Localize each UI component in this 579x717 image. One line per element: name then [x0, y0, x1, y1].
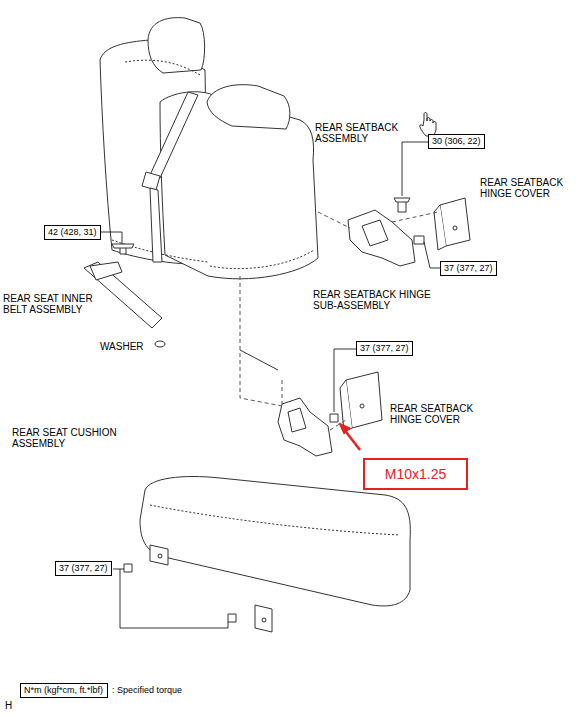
part-name: WASHER — [100, 341, 144, 352]
rear-seatback-hinge-part — [362, 220, 388, 246]
seat-belt — [84, 92, 198, 347]
assembly-guide-lines-part — [240, 276, 282, 406]
callout-text: N*m (kgf*cm, ft.*lbf) — [24, 685, 104, 696]
seat-belt-part — [150, 188, 162, 262]
legend-description: : Specified torque — [112, 685, 182, 696]
rear-seat-cushion-part — [158, 554, 162, 558]
torque-legend-box: N*m (kgf*cm, ft.*lbf): Specified torque — [20, 683, 108, 698]
lower-hinge-part — [330, 414, 338, 422]
cursor-icon-part — [420, 113, 436, 137]
rear-seat-cushion-part — [228, 614, 236, 622]
part-name: REAR SEATBACK HINGE SUB-ASSEMBLY — [313, 289, 448, 311]
seat-belt-part — [112, 244, 134, 248]
lower-hinge-part — [288, 408, 306, 432]
rear-seat-cushion-part — [150, 545, 168, 565]
torque-callout: 37 (377, 27) — [356, 341, 413, 356]
assembly-guide-lines-part — [282, 380, 283, 404]
lower-hinge-part — [346, 372, 382, 428]
torque-callout: 37 (377, 27) — [55, 561, 112, 576]
seat-belt-part — [142, 172, 160, 190]
rear-seat-cushion — [124, 477, 410, 633]
callout-text: 37 (377, 27) — [444, 263, 493, 274]
torque-callout: 42 (428, 31) — [44, 225, 101, 240]
rear-seatback-hinge-part — [453, 226, 457, 230]
rear-seatback-part — [125, 60, 200, 75]
rear-seatback-hinge-part — [414, 236, 424, 244]
rear-seat-cushion-part — [124, 564, 132, 572]
callout-text: 42 (428, 31) — [48, 227, 97, 238]
rear-seatback-hinge — [348, 198, 470, 266]
rear-seatback-hinge-part — [434, 205, 446, 250]
rear-seatback-part — [210, 250, 314, 269]
callout-text: 30 (306, 22) — [432, 136, 481, 147]
torque-callout: 30 (306, 22) — [428, 134, 485, 149]
seat-belt-part — [150, 92, 198, 178]
rear-seatback-hinge-part — [348, 210, 415, 266]
assembly-guide-lines — [240, 212, 438, 430]
callout-text: 37 (377, 27) — [360, 343, 409, 354]
rear-seat-cushion-part — [140, 477, 410, 606]
lower-hinge-part — [360, 404, 364, 408]
thread-size-callout: M10x1.25 — [363, 458, 468, 490]
rear-seatback — [100, 18, 318, 279]
cursor-icon — [420, 113, 436, 137]
seat-belt-part — [155, 341, 165, 347]
torque-callout: 37 (377, 27) — [440, 261, 497, 276]
part-name: REAR SEATBACK HINGE COVER — [390, 403, 490, 425]
callout-text: M10x1.25 — [385, 466, 446, 482]
part-name: REAR SEATBACK ASSEMBLY — [315, 122, 415, 144]
lower-hinge-part — [278, 398, 332, 456]
leader-lines-part — [402, 142, 428, 196]
assembly-guide-lines-part — [392, 212, 438, 222]
callout-text: 37 (377, 27) — [59, 563, 108, 574]
rear-seatback-hinge-part — [394, 198, 410, 202]
leader-lines-part — [113, 569, 124, 570]
lower-hinge — [278, 372, 382, 456]
leader-lines-part — [424, 242, 440, 268]
part-name: REAR SEATBACK HINGE COVER — [480, 177, 578, 199]
seat-belt-part — [84, 262, 162, 328]
leader-lines-part — [240, 350, 278, 370]
rear-seatback-part — [148, 18, 205, 73]
leader-lines — [92, 142, 440, 628]
part-name: REAR SEAT INNER BELT ASSEMBLY — [3, 293, 118, 315]
rear-seat-cushion-part — [255, 605, 272, 632]
rear-seat-cushion-part — [150, 505, 400, 535]
figure-code: H — [5, 700, 12, 711]
leader-lines-part — [334, 349, 356, 412]
part-name: REAR SEAT CUSHION ASSEMBLY — [12, 427, 137, 449]
leader-lines-part — [120, 569, 228, 628]
seat-belt-part — [90, 262, 122, 280]
rear-seatback-part — [207, 85, 290, 129]
red-arrow — [339, 423, 360, 450]
red-arrow-part — [339, 423, 350, 434]
assembly-guide-lines-part — [318, 212, 350, 228]
rear-seat-cushion-part — [262, 618, 266, 622]
